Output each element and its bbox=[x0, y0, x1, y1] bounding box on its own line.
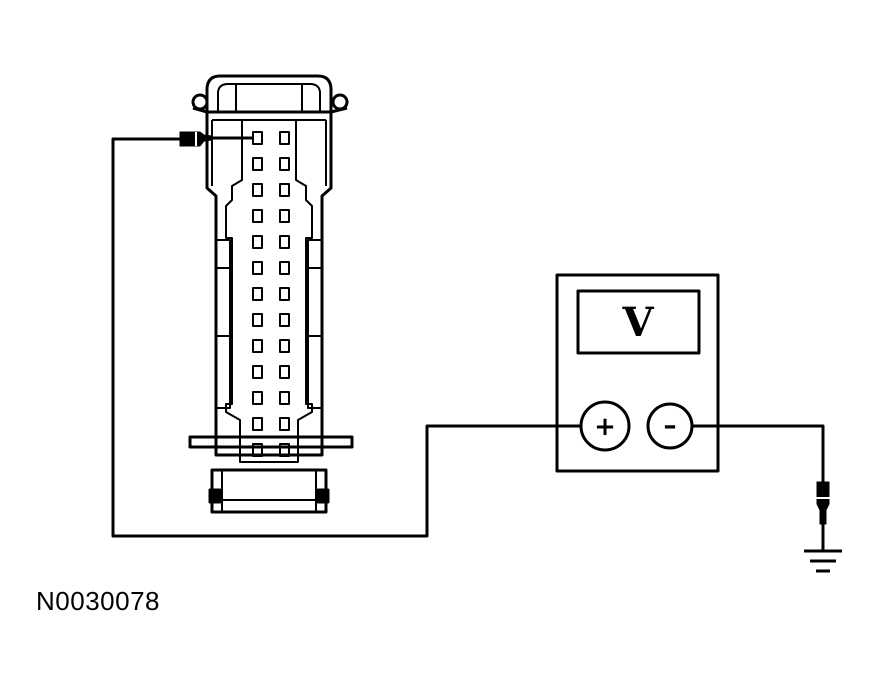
negative-jack[interactable] bbox=[646, 402, 694, 450]
positive-lead-wire bbox=[111, 137, 580, 538]
voltmeter-unit-label: V bbox=[621, 299, 654, 346]
positive-jack[interactable] bbox=[579, 400, 631, 452]
ground-symbol bbox=[804, 549, 842, 573]
connector-pin bbox=[252, 391, 263, 405]
connector-pin-housing bbox=[225, 120, 313, 463]
connector-ear-right bbox=[331, 93, 349, 111]
connector-pin bbox=[252, 183, 263, 197]
connector-ear-bracket bbox=[330, 106, 348, 114]
positive-jack-sign: + bbox=[594, 412, 616, 442]
connector-side-rail-left bbox=[216, 239, 231, 409]
wiring bbox=[111, 131, 842, 573]
voltmeter-display bbox=[576, 289, 701, 355]
negative-lead-wire bbox=[692, 424, 825, 482]
connector-pin bbox=[252, 157, 263, 171]
connector-base-tab bbox=[316, 488, 330, 504]
connector-pin bbox=[252, 287, 263, 301]
connector-pin bbox=[279, 417, 290, 431]
connector-base bbox=[210, 468, 328, 514]
connector-body bbox=[205, 110, 333, 457]
connector-pin bbox=[279, 131, 290, 145]
connector-ear-bracket bbox=[192, 106, 208, 114]
connector-pin bbox=[279, 391, 290, 405]
connector-pins bbox=[252, 131, 290, 457]
negative-jack-sign: – bbox=[664, 411, 677, 441]
connector-pin bbox=[252, 313, 263, 327]
connector-pin bbox=[279, 443, 290, 457]
connector-pin bbox=[279, 287, 290, 301]
ground-probe bbox=[816, 481, 830, 525]
connector-pin bbox=[252, 417, 263, 431]
connector-flange bbox=[188, 435, 354, 449]
voltmeter: V + – bbox=[555, 273, 720, 473]
connector-pin bbox=[279, 157, 290, 171]
connector-latch-inner bbox=[217, 83, 321, 112]
connector-pin bbox=[279, 183, 290, 197]
connector-pin bbox=[252, 339, 263, 353]
connector-collar bbox=[211, 119, 327, 186]
connector-pin bbox=[252, 365, 263, 379]
connector-latch-hood bbox=[205, 74, 333, 114]
connector-pin bbox=[279, 339, 290, 353]
connector-pin bbox=[252, 261, 263, 275]
connector-pin bbox=[252, 209, 263, 223]
figure-id: N0030078 bbox=[36, 586, 160, 616]
connector-pin bbox=[279, 261, 290, 275]
connector-pin bbox=[252, 235, 263, 249]
connector-pin bbox=[279, 313, 290, 327]
connector-ear-left bbox=[191, 93, 209, 111]
voltmeter-body bbox=[555, 273, 720, 473]
connector-pin bbox=[279, 235, 290, 249]
connector-side-rail-right bbox=[307, 239, 322, 409]
connector-base-tab bbox=[208, 488, 222, 504]
connector-pin bbox=[252, 131, 263, 145]
connector-pin bbox=[279, 365, 290, 379]
connector bbox=[188, 74, 354, 514]
connector-pin bbox=[279, 209, 290, 223]
connector-pin bbox=[252, 443, 263, 457]
